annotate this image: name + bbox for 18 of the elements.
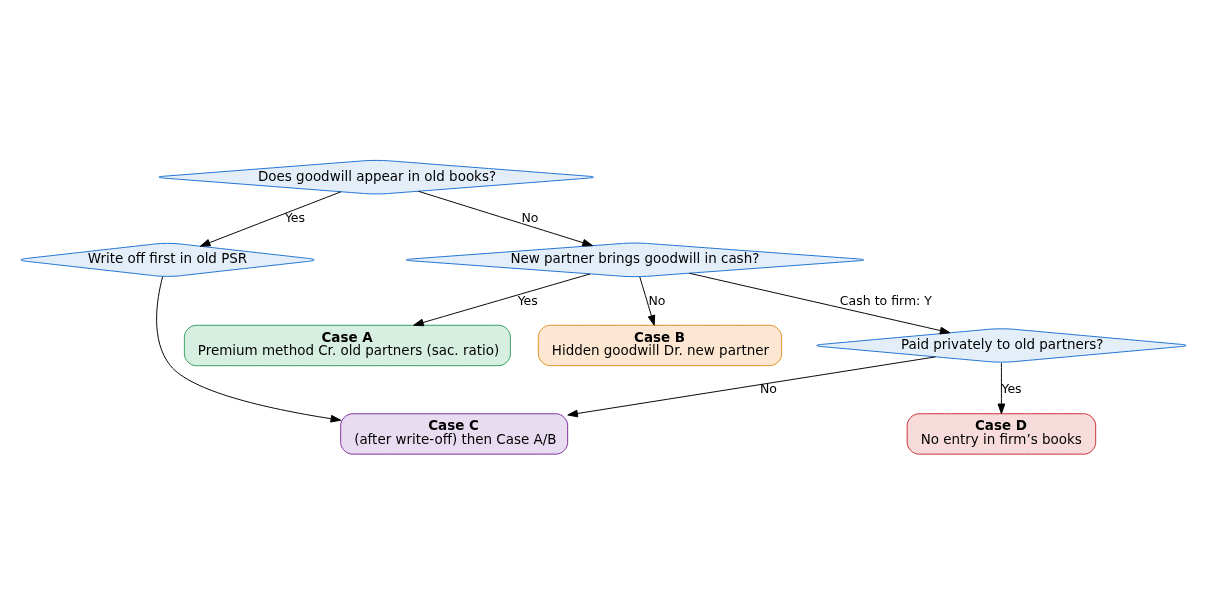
node-box: Case C (after write-off) then Case A/B	[340, 413, 569, 455]
edge-label: Yes	[517, 292, 538, 308]
edge-label: No	[521, 209, 539, 225]
arrow	[156, 276, 342, 423]
arrow	[997, 362, 1006, 415]
arrow	[639, 276, 656, 326]
arrow	[417, 190, 593, 247]
edge-label: Yes	[284, 209, 306, 225]
arrow	[567, 356, 936, 418]
edge-label: No	[760, 380, 778, 396]
arrow	[413, 273, 591, 327]
edge-label: Cash to firm: Y	[839, 292, 932, 308]
arrow	[199, 191, 342, 247]
arrow	[688, 272, 951, 335]
node-box: Case A Premium method Cr. old partners (sac. ratio)	[183, 324, 511, 367]
node-box: Case B Hidden goodwill Dr. new partner	[537, 324, 783, 367]
node-box: Case D No entry in firm’s books	[906, 413, 1097, 455]
edge-label: No	[648, 292, 666, 308]
